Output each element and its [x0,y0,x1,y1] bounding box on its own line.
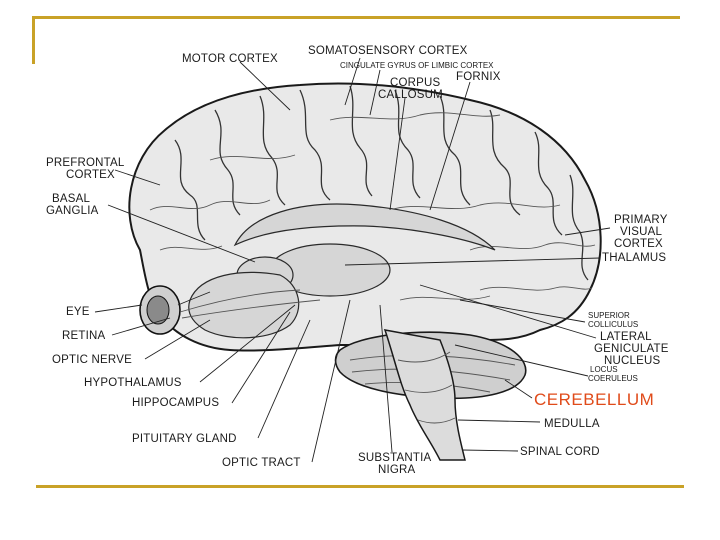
label-corpus-callosum-line2: CALLOSUM [378,89,443,101]
label-lateral-geniculate-line1: LATERAL [600,331,652,343]
label-cerebellum: CEREBELLUM [534,390,654,409]
label-spinal-cord: SPINAL CORD [520,446,600,458]
label-prefrontal-cortex-line2: CORTEX [66,169,115,181]
label-optic-nerve: OPTIC NERVE [52,354,132,366]
label-corpus-callosum-line1: CORPUS [390,77,441,89]
label-pituitary-gland: PITUITARY GLAND [132,433,237,445]
label-medulla: MEDULLA [544,418,600,430]
label-hypothalamus: HYPOTHALAMUS [84,377,182,389]
label-retina: RETINA [62,330,105,342]
label-motor-cortex: MOTOR CORTEX [182,53,278,65]
label-prefrontal-cortex-line1: PREFRONTAL [46,157,125,169]
label-superior-colliculus-line2: COLLICULUS [588,320,638,329]
label-eye: EYE [66,306,90,318]
label-primary-visual-cortex-line1: PRIMARY [614,214,668,226]
label-basal-ganglia-line2: GANGLIA [46,205,99,217]
label-superior-colliculus-line1: SUPERIOR [588,311,630,320]
label-fornix: FORNIX [456,71,501,83]
label-hippocampus: HIPPOCAMPUS [132,397,219,409]
label-basal-ganglia-line1: BASAL [52,193,90,205]
label-optic-tract: OPTIC TRACT [222,457,301,469]
label-locus-coeruleus-line1: LOCUS [590,365,618,374]
label-primary-visual-cortex-line3: CORTEX [614,238,663,250]
label-thalamus: THALAMUS [602,252,666,264]
label-substantia-nigra-line1: SUBSTANTIA [358,452,431,464]
label-cingulate-gyrus: CINGULATE GYRUS OF LIMBIC CORTEX [340,61,494,70]
label-substantia-nigra-line2: NIGRA [378,464,416,476]
label-lateral-geniculate-line2: GENICULATE [594,343,669,355]
label-locus-coeruleus-line2: COERULEUS [588,374,638,383]
label-somatosensory-cortex: SOMATOSENSORY CORTEX [308,45,468,57]
label-primary-visual-cortex-line2: VISUAL [620,226,663,238]
